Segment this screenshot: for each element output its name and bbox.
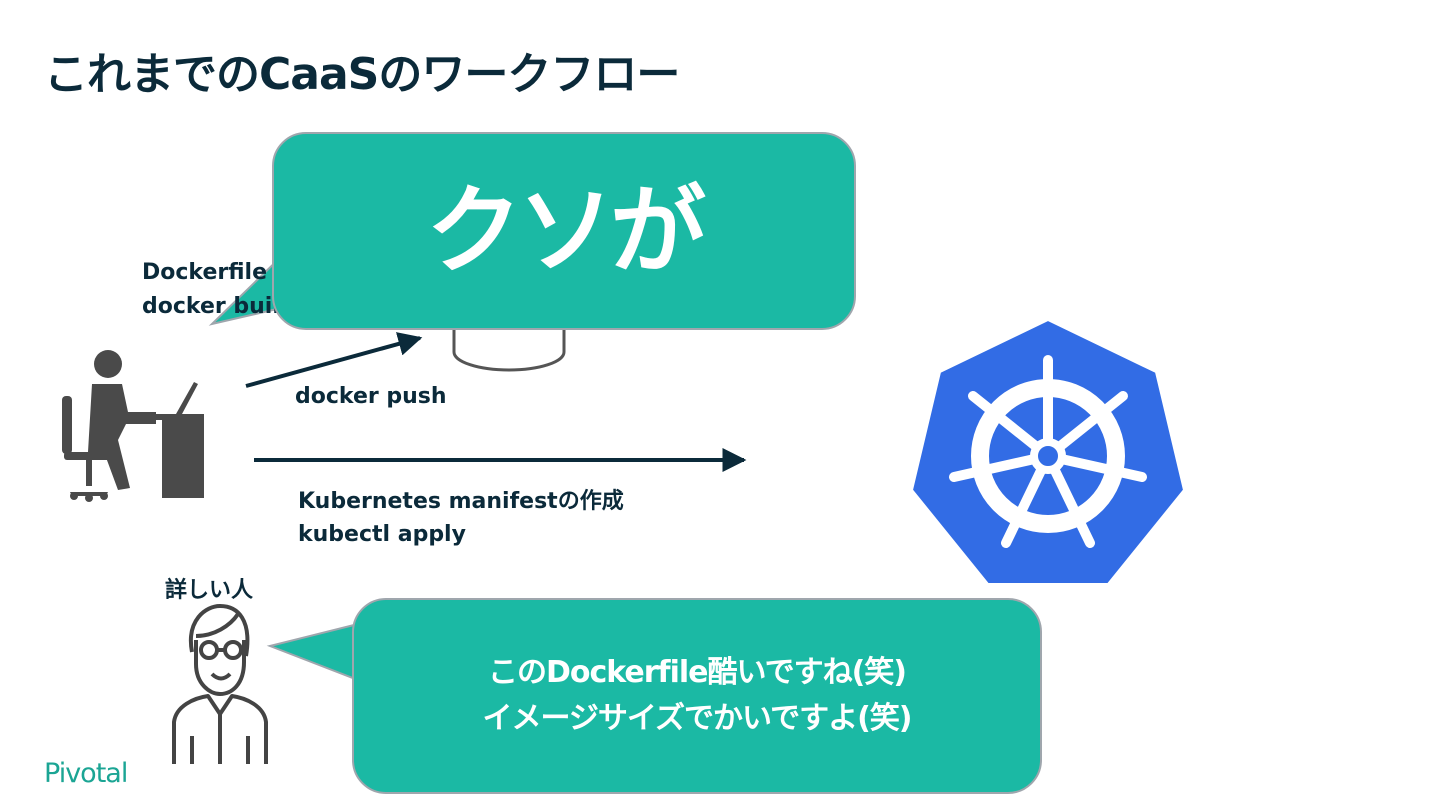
expert-bubble-line-1: このDockerfile酷いですね(笑) xyxy=(487,655,907,690)
big-speech-bubble: クソが xyxy=(272,132,856,330)
kubectl-apply-label: kubectl apply xyxy=(298,522,466,547)
bottom-bubble-tail xyxy=(266,622,359,682)
person-with-glasses-icon xyxy=(172,604,268,764)
kubernetes-helm-icon xyxy=(910,318,1186,585)
dockerfile-label: Dockerfile xyxy=(142,260,267,285)
manifest-label: Kubernetes manifestの作成 xyxy=(298,489,624,514)
expert-label: 詳しい人 xyxy=(165,578,254,603)
expert-speech-bubble: このDockerfile酷いですね(笑) イメージサイズでかいですよ(笑) xyxy=(352,598,1042,794)
docker-build-label: docker build xyxy=(142,294,296,319)
person-at-desk-icon xyxy=(62,350,204,502)
expert-bubble-line-2: イメージサイズでかいですよ(笑) xyxy=(482,701,912,736)
docker-push-label: docker push xyxy=(295,384,447,409)
slide-title: これまでのCaaSのワークフロー xyxy=(44,49,680,100)
push-arrow xyxy=(245,332,423,388)
pivotal-logo: Pivotal xyxy=(44,758,128,789)
